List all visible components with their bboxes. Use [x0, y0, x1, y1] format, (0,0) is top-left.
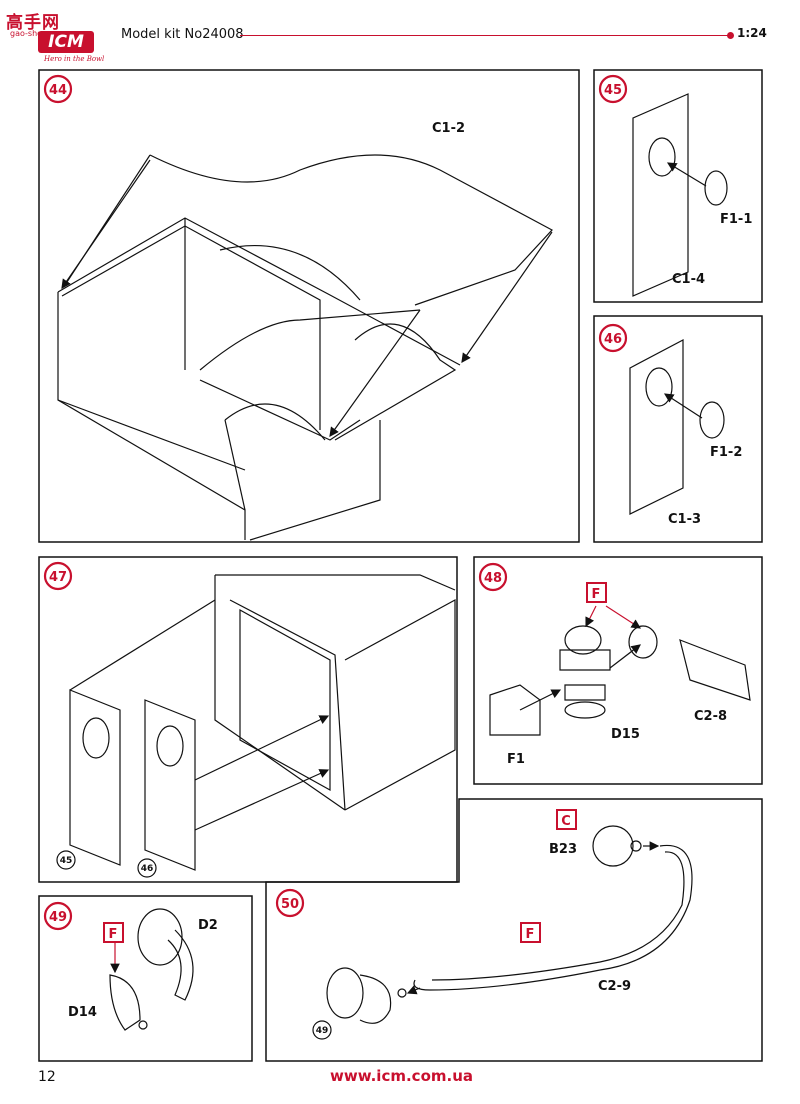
part-label-f1: F1	[507, 752, 525, 767]
part-label-b23: B23	[549, 842, 577, 857]
step-number-49-badge	[43, 901, 73, 931]
panel-step-44	[38, 69, 580, 543]
step-number-44-badge	[43, 74, 73, 104]
part-label-d14: D14	[68, 1005, 97, 1020]
panel-step-49	[38, 895, 253, 1062]
brand-logo: ICM	[38, 31, 94, 53]
brand-tagline: Hero in the Bowl	[44, 55, 105, 63]
material-letter-f: F	[592, 587, 601, 602]
step-number-46: 46	[604, 332, 622, 347]
scale-label: 1:24	[737, 26, 767, 40]
header-rule-dot	[727, 32, 734, 39]
material-letter-f: F	[526, 927, 535, 942]
material-f-box	[103, 922, 124, 943]
mirror-bracket-drawing	[109, 908, 194, 1031]
panel-step-45	[593, 69, 763, 303]
step-number-50: 50	[281, 897, 299, 912]
part-label-c2-8: C2-8	[694, 709, 727, 724]
ref-49-badge	[312, 1020, 332, 1040]
part-label-f1-1: F1-1	[720, 212, 752, 227]
step-number-46-badge	[598, 323, 628, 353]
material-f-box	[520, 922, 541, 943]
ref-step-49: 49	[316, 1026, 329, 1036]
panel-step-48	[473, 556, 763, 785]
part-label-c1-3: C1-3	[668, 512, 701, 527]
material-letter-c: C	[561, 814, 571, 829]
panel-step-50	[265, 798, 763, 1062]
ref-step-45: 45	[60, 856, 73, 866]
part-label-c2-9: C2-9	[598, 979, 631, 994]
step-number-48-badge	[478, 562, 508, 592]
material-f-box	[586, 582, 607, 603]
website-link[interactable]: www.icm.com.ua	[330, 1067, 473, 1085]
step-number-47: 47	[49, 570, 67, 585]
step-number-45: 45	[604, 83, 622, 98]
horn-pipe-drawing	[326, 825, 693, 1024]
part-label-d2: D2	[198, 918, 218, 933]
cabin-body-drawing	[57, 154, 553, 541]
door-panel-c1-3-drawing	[629, 339, 725, 515]
ref-45-badge	[56, 850, 76, 870]
material-c-box	[556, 809, 577, 830]
material-letter-f: F	[109, 927, 118, 942]
page-number: 12	[38, 1069, 56, 1085]
step-number-49: 49	[49, 910, 67, 925]
step-number-45-badge	[598, 74, 628, 104]
part-label-c1-4: C1-4	[672, 272, 705, 287]
ref-46-badge	[137, 858, 157, 878]
panel-step-47	[38, 556, 458, 883]
mirror-assembly-drawing	[489, 625, 751, 736]
step-number-48: 48	[484, 571, 502, 586]
door-panel-c1-4-drawing	[632, 93, 728, 297]
step-number-47-badge	[43, 561, 73, 591]
part-label-f1-2: F1-2	[710, 445, 742, 460]
cabin-rear-drawing	[69, 574, 456, 871]
ref-step-46: 46	[141, 864, 154, 874]
model-kit-number: Model kit No24008	[121, 27, 244, 42]
part-label-d15: D15	[611, 727, 640, 742]
part-label-c1-2: C1-2	[432, 121, 465, 136]
watermark-logo: 高手网	[6, 13, 60, 33]
panel-step-46	[593, 315, 763, 543]
header-rule	[240, 35, 732, 36]
step-number-44: 44	[49, 83, 67, 98]
step-number-50-badge	[275, 888, 305, 918]
